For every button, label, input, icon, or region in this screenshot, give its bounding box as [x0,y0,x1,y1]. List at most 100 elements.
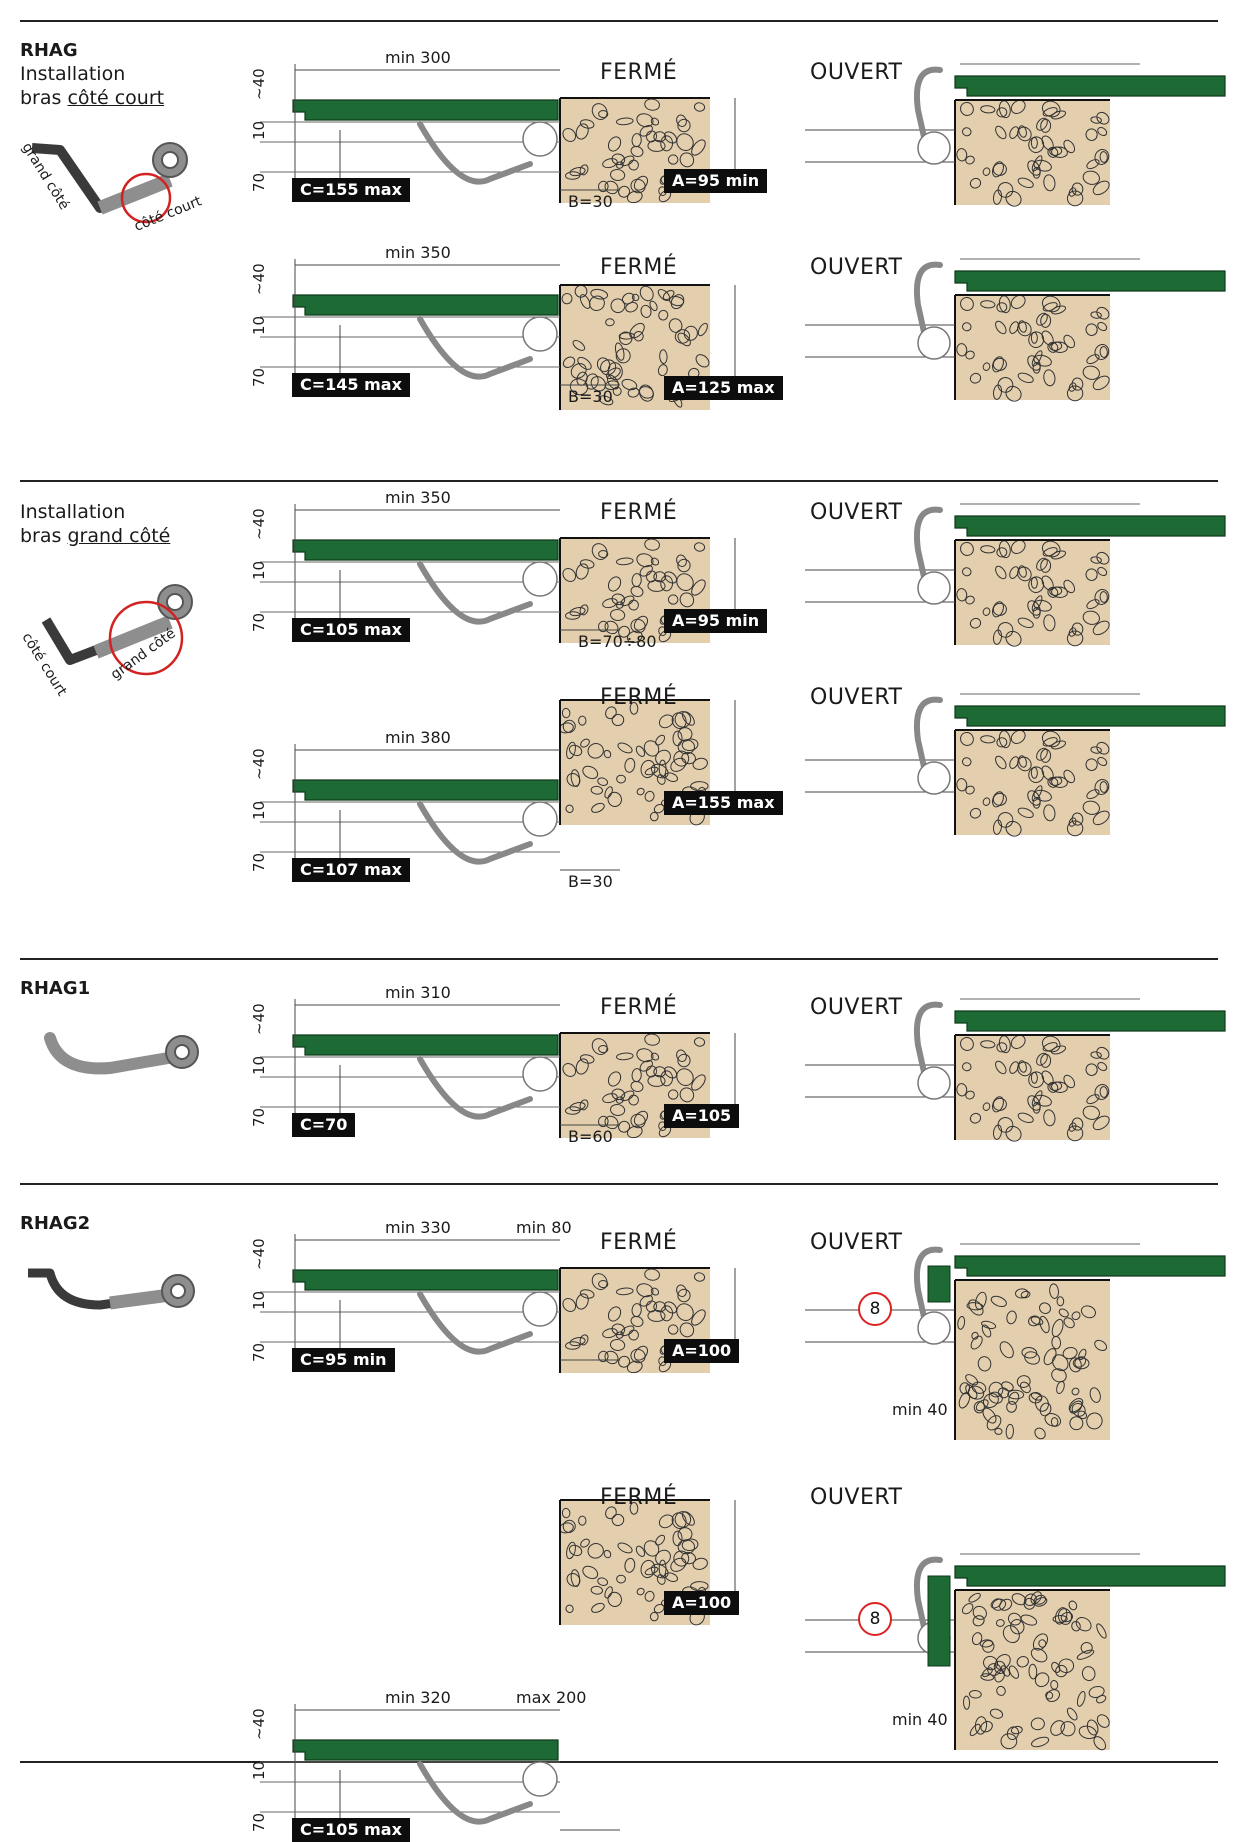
section-subtitle-grand: Installation bras grand côté [20,500,170,548]
section-title-rhag1: RHAG1 [20,978,91,999]
arm-icon-rhag2 [28,1268,195,1310]
board-open-6 [954,1565,1226,1587]
board-closed-1 [292,294,559,316]
a-badge-6: A=100 [664,1591,740,1615]
a-badge-5: A=100 [664,1339,740,1363]
a-badge-3: A=155 max [664,791,783,815]
board-closed-0 [292,99,559,121]
open-view-3 [805,693,1226,837]
vdim-40-4: ~40 [250,1003,268,1035]
open-view-5 [805,1243,1226,1440]
arm-closed-5 [417,1291,558,1355]
open-label-5: OUVERT [810,1230,903,1255]
closed-view-6 [260,1499,736,1832]
open-label-3: OUVERT [810,685,903,710]
open-view-6 [805,1553,1226,1751]
a-badge-4: A=105 [664,1104,740,1128]
closed-label-4: FERMÉ [600,995,678,1020]
arm-closed-2 [417,561,558,625]
vdim-70-4: 70 [250,1107,268,1127]
stone-open-1 [954,294,1110,402]
c-badge-3: C=107 max [292,858,410,882]
closed-label-0: FERMÉ [600,60,678,85]
c-badge-1: C=145 max [292,373,410,397]
section-title-rhag2: RHAG2 [20,1213,91,1234]
subtitle-line2: bras grand côté [20,524,170,548]
subtitle-prefix: bras [20,525,68,547]
b-dim-1: B=30 [568,387,613,406]
stone-open-2 [954,539,1110,647]
width-dim-5: min 330 [385,1218,451,1237]
vdim-70-6: 70 [250,1812,268,1832]
closed-label-3: FERMÉ [600,685,678,710]
callout-8-6: 8 [858,1602,892,1636]
subtitle-underlined: grand côté [67,525,171,547]
dimension-lines-2 [260,504,736,632]
arm-closed-6 [417,1761,558,1825]
open-view-4 [805,998,1226,1142]
vdim-10-0: 10 [250,120,268,140]
dimension-lines-3 [260,700,736,872]
stone-closed-2 [559,537,710,644]
board-open-2 [954,515,1226,537]
separator-3 [20,1183,1218,1185]
vdim-40-5: ~40 [250,1238,268,1270]
closed-label-5: FERMÉ [600,1230,678,1255]
width-dim-1: min 350 [385,243,451,262]
open-label-6: OUVERT [810,1485,903,1510]
c-badge-5: C=95 min [292,1348,395,1372]
arm-open-4 [914,1001,951,1100]
vdim-40-3: ~40 [250,748,268,780]
vdim-40-6: ~40 [250,1708,268,1740]
open-label-4: OUVERT [810,995,903,1020]
separator-top [20,20,1218,22]
board-open-1 [954,270,1226,292]
c-badge-2: C=105 max [292,618,410,642]
width-dim-6: min 320 [385,1688,451,1707]
installation-sheet: RHAG Installation bras côté court Instal… [18,20,1226,1842]
stone-open-6 [954,1589,1110,1751]
vdim-40-2: ~40 [250,508,268,540]
c-badge-0: C=155 max [292,178,410,202]
section-subtitle-rhag: Installation bras côté court [20,62,164,110]
separator-bottom [20,1761,1218,1763]
arm-closed-1 [417,316,558,380]
arm-icon-rhag [31,142,188,224]
arm-icon-rhag1 [44,1032,199,1075]
arm-open-0 [914,66,951,165]
closed-view-2 [260,504,736,644]
arm-open-2 [914,506,951,605]
vdim-10-2: 10 [250,560,268,580]
subtitle-prefix: bras [20,87,68,109]
a-badge-0: A=95 min [664,169,768,193]
width-dim-2: min 350 [385,488,451,507]
b-dim-4: B=60 [568,1127,613,1146]
open-label-1: OUVERT [810,255,903,280]
board-closed-6 [292,1739,559,1761]
board-closed-4 [292,1034,559,1056]
width-dim2-6: max 200 [516,1688,587,1707]
subtitle-line1: Installation [20,501,126,523]
board-open-0 [954,75,1226,97]
b-dim-0: B=30 [568,192,613,211]
arm-closed-4 [417,1056,558,1120]
vdim-70-1: 70 [250,367,268,387]
closed-view-4 [260,999,736,1139]
width-dim-0: min 300 [385,48,451,67]
open-label-2: OUVERT [810,500,903,525]
open-dim-5: min 40 [892,1400,948,1419]
open-dim-6: min 40 [892,1710,948,1729]
b-dim-2: B=70÷80 [578,632,657,651]
board-open-5 [954,1255,1226,1277]
board-open-3 [954,705,1226,727]
section-title-rhag: RHAG [20,40,78,61]
arm-icon-grand [41,584,193,676]
board-closed-5 [292,1269,559,1291]
closed-label-2: FERMÉ [600,500,678,525]
callout-8-5: 8 [858,1292,892,1326]
b-dim-3: B=30 [568,872,613,891]
vdim-10-4: 10 [250,1055,268,1075]
arm-open-5 [914,1246,951,1345]
open-view-2 [805,503,1226,647]
separator-1 [20,480,1218,482]
